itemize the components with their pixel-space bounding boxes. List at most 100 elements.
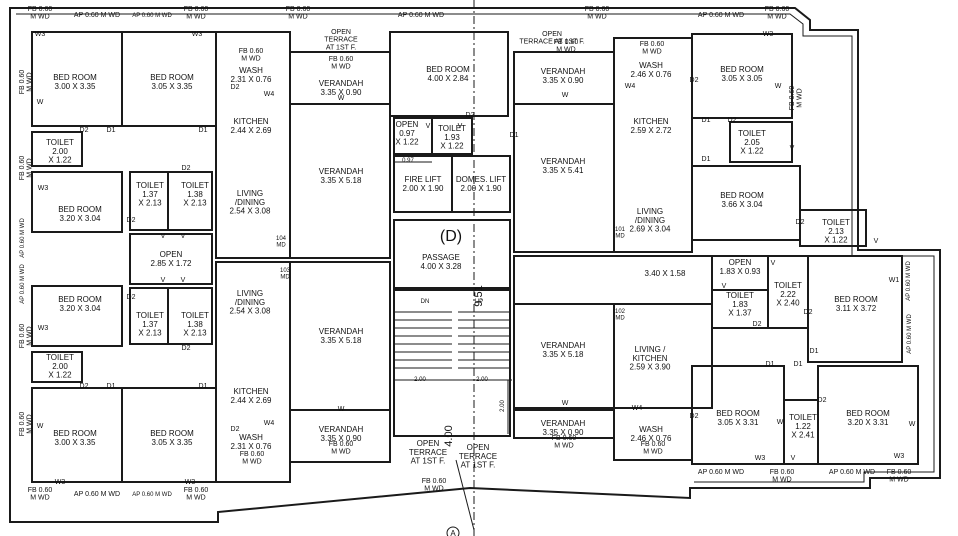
mark-w-34: W (562, 92, 569, 99)
note-fb23: FB 0.60M WD (789, 86, 804, 111)
wall-wash4 (613, 407, 693, 461)
note-ap5: AP 0.60 M WD (74, 491, 120, 498)
note-dim200a: 2.00 (414, 377, 426, 383)
mark-w-21: W (37, 423, 44, 430)
note-dlab: (D) (440, 228, 462, 245)
wall-ver6 (513, 103, 615, 253)
mark-w3-22: W3 (55, 479, 66, 486)
mark-w3-6: W3 (192, 31, 203, 38)
mark-w4-33: W4 (625, 83, 636, 90)
wall-toilet6 (31, 351, 83, 383)
outer-boundary (9, 7, 941, 523)
mark-d1-50: D1 (766, 361, 775, 368)
mark-d1-36: D1 (702, 117, 711, 124)
mark-w-58: W (909, 421, 916, 428)
mark-w-26: W (338, 95, 345, 102)
mark-d1-2: D1 (199, 127, 208, 134)
mark-w3-8: W3 (38, 185, 49, 192)
wall-bed9 (691, 165, 801, 241)
staircase (394, 311, 510, 369)
note-alab: A (450, 529, 456, 536)
mark-d1-51: D1 (794, 361, 803, 368)
mark-d2-54: D2 (818, 397, 827, 404)
mark-d1-18: D1 (107, 383, 116, 390)
mark-d2-42: D2 (796, 219, 805, 226)
mark-d2-9: D2 (127, 217, 136, 224)
mark-d2-37: D2 (728, 117, 737, 124)
mark-v-43: V (874, 238, 879, 245)
mark-v-45: V (722, 283, 727, 290)
mark-d2-32: D2 (690, 77, 699, 84)
wall-open1 (129, 233, 213, 285)
mark-w3-56: W3 (755, 455, 766, 462)
wall-bed7 (389, 31, 509, 117)
mark-v-12: V (181, 233, 186, 240)
mark-w-59: W (777, 419, 784, 426)
room-label-lobby: 3.40 X 1.58 (645, 269, 686, 278)
note-dim951: 9.51 (473, 285, 485, 306)
mark-d1-38: D1 (702, 156, 711, 163)
note-dim097: 0.97 (402, 158, 414, 164)
wall-bed8 (691, 33, 793, 119)
mark-d2-52: D2 (690, 413, 699, 420)
wall-right-living-top (613, 37, 693, 253)
mark-d2-28: D2 (466, 112, 475, 119)
note-fb21: FB 0.60M WD (19, 324, 34, 349)
mark-d2-15: D2 (127, 294, 136, 301)
mark-w3-57: W3 (894, 453, 905, 460)
wall-passage (393, 219, 511, 289)
mark-d2-3: D2 (231, 84, 240, 91)
grid-bubble-a (446, 526, 460, 536)
mark-d2-19: D2 (80, 383, 89, 390)
mark-w3-17: W3 (38, 325, 49, 332)
mark-w1-48: W1 (889, 277, 900, 284)
mark-w-35: W (562, 400, 569, 407)
note-up: UP (475, 299, 483, 305)
walls (9, 7, 941, 523)
wall-bed10 (807, 255, 903, 363)
wall-domes-lift (451, 155, 511, 213)
wall-bed12 (817, 365, 919, 465)
note-ap4: AP 0.60 M WD (698, 12, 744, 19)
mark-v-41: V (790, 145, 795, 152)
note-ap1: AP 0.60 M WD (74, 12, 120, 19)
mark-v-44: V (771, 260, 776, 267)
note-ap8: AP 0.60 M WD (829, 469, 875, 476)
